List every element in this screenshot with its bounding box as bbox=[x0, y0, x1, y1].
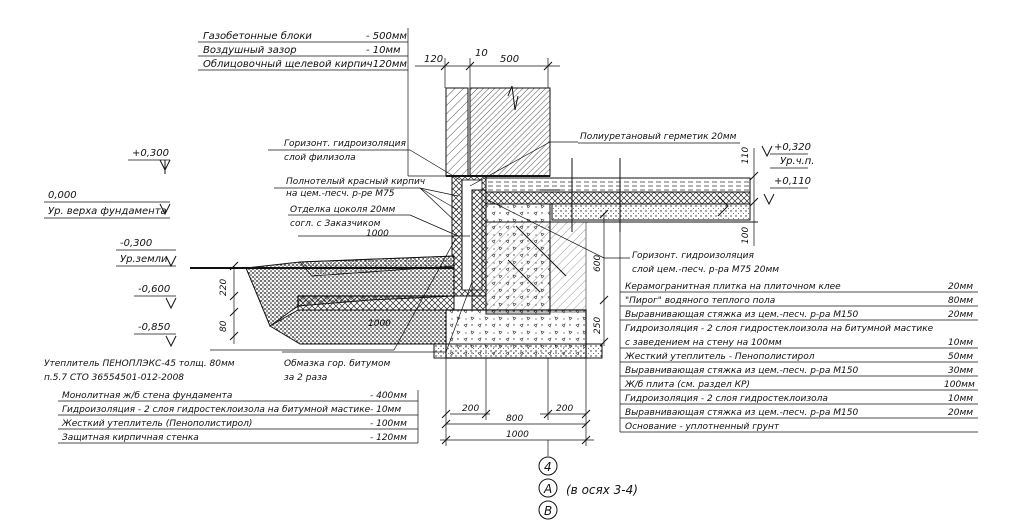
blind-area-width: 1000 bbox=[366, 229, 389, 239]
left-labels: Горизонт. гидроизоляция слой филизола По… bbox=[44, 139, 425, 383]
dim-600: 600 bbox=[593, 255, 603, 272]
found-spec-value-1: - 400мм bbox=[370, 391, 407, 401]
level-marks-left: +0,300 0,000 Ур. верха фундамента -0,300… bbox=[44, 148, 177, 348]
dim-500: 500 bbox=[500, 54, 519, 65]
found-spec-name-3: Жесткий утеплитель (Пенополистирол) bbox=[61, 419, 252, 429]
floor-slab bbox=[485, 158, 758, 232]
dim-80: 80 bbox=[219, 320, 229, 332]
axis-bubble-2 bbox=[538, 478, 558, 498]
floor-spec-name-10: Выравнивающая стяжка из цем.-песч. р-ра … bbox=[625, 408, 858, 418]
hydro-horizontal-label-1: Горизонт. гидроизоляция bbox=[284, 139, 407, 149]
dim-1000: 1000 bbox=[506, 430, 529, 440]
floor-spec-name-8: Ж/б плита (см. раздел КР) bbox=[624, 380, 750, 390]
level-value-1: +0,300 bbox=[132, 148, 169, 159]
leader-lines bbox=[210, 141, 630, 353]
axis-label-3: В bbox=[544, 504, 552, 518]
level-marks-right: +0,320 Ур.ч.п. +0,110 bbox=[761, 142, 814, 206]
floor-spec-name-9: Гидроизоляция - 2 слоя гидростеклоизола bbox=[625, 394, 828, 404]
floor-spec-name-7: Выравнивающая стяжка из цем.-песч. р-ра … bbox=[625, 366, 858, 376]
found-spec-value-2: - 10мм bbox=[370, 405, 401, 415]
axis-marks: 4 А В (в осях 3-4) bbox=[538, 440, 638, 520]
plinth-label: Отделка цоколя 20мм bbox=[290, 205, 395, 215]
top-dimensions: 120 10 500 bbox=[415, 48, 560, 88]
wall-spec-value-2: - 10мм bbox=[366, 45, 401, 56]
wall-spec-name-2: Воздушный зазор bbox=[203, 45, 297, 56]
floor-spec-name-11: Основание - уплотненный грунт bbox=[625, 422, 780, 432]
level-label-2: Ур. верха фундамента bbox=[48, 206, 167, 217]
floor-spec-value-6: 50мм bbox=[948, 352, 973, 362]
hydro-horizontal-label-2: Горизонт. гидроизоляция bbox=[632, 251, 755, 261]
wall-spec-name-1: Газобетонные блоки bbox=[203, 30, 312, 42]
dim-200-left: 200 bbox=[462, 404, 479, 414]
dim-110: 110 bbox=[741, 147, 751, 164]
blind-area bbox=[190, 255, 455, 345]
dim-10: 10 bbox=[475, 48, 488, 59]
level-value-2: 0,000 bbox=[48, 190, 77, 201]
right-level-value-1: +0,320 bbox=[774, 142, 811, 153]
hydro-horizontal-sublabel-2: слой цем.-песч. р-ра М75 20мм bbox=[632, 265, 779, 275]
right-level-label-1: Ур.ч.п. bbox=[780, 156, 814, 167]
level-value-3: -0,300 bbox=[120, 238, 152, 249]
level-value-4: -0,600 bbox=[138, 284, 170, 295]
bottom-dimensions: 200 200 800 1000 bbox=[440, 358, 594, 446]
footing bbox=[433, 309, 603, 359]
found-spec-value-4: - 120мм bbox=[370, 433, 407, 443]
wall-spec-value-1: - 500мм bbox=[366, 31, 407, 42]
vertical-dimensions: 220 80 600 250 110 100 bbox=[219, 147, 759, 347]
plinth-sublabel: согл. с Заказчиком bbox=[290, 219, 381, 229]
floor-spec-value-1: 20мм bbox=[948, 282, 973, 292]
floor-spec-name-3: Выравнивающая стяжка из цем.-песч. р-ра … bbox=[625, 310, 858, 320]
dim-120: 120 bbox=[424, 54, 443, 65]
dim-220: 220 bbox=[219, 279, 229, 296]
wall-spec-value-3: - 120мм bbox=[366, 59, 407, 70]
foundation-wall bbox=[471, 189, 587, 315]
sealant-label: Полиуретановый герметик 20мм bbox=[580, 132, 737, 142]
right-level-value-2: +0,110 bbox=[774, 176, 811, 187]
coating-sublabel: за 2 раза bbox=[284, 373, 327, 383]
inner-dim-1000: 1000 bbox=[368, 319, 391, 329]
floor-spec-value-8: 100мм bbox=[944, 380, 975, 390]
brick-label: Полнотелый красный кирпич bbox=[286, 177, 425, 187]
insulation-sublabel: п.5.7 СТО 36554501-012-2008 bbox=[44, 373, 184, 383]
floor-spec-value-7: 30мм bbox=[948, 366, 973, 376]
wall-spec-table: Газобетонные блоки - 500мм Воздушный заз… bbox=[198, 28, 458, 177]
foundation-spec-table: Монолитная ж/б стена фундамента - 400мм … bbox=[58, 390, 419, 444]
hydro-horizontal-sublabel-1: слой филизола bbox=[284, 153, 356, 163]
dim-800: 800 bbox=[506, 414, 523, 424]
dim-250: 250 bbox=[593, 317, 603, 334]
right-labels: Полиуретановый герметик 20мм Горизонт. г… bbox=[578, 132, 779, 275]
found-spec-name-2: Гидроизоляция - 2 слоя гидростеклоизола … bbox=[62, 405, 371, 415]
insulation-label: Утеплитель ПЕНОПЛЭКС-45 толщ. 80мм bbox=[44, 359, 235, 369]
floor-spec-value-5: 10мм bbox=[948, 338, 973, 348]
floor-spec-name-1: Керамогранитная плитка на плиточном клее bbox=[625, 282, 841, 292]
found-spec-value-3: - 100мм bbox=[370, 419, 407, 429]
floor-spec-table: Керамогранитная плитка на плиточном клее… bbox=[619, 222, 978, 433]
floor-spec-name-2: "Пирог" водяного теплого пола bbox=[625, 296, 775, 306]
coating-label: Обмазка гор. битумом bbox=[284, 359, 390, 369]
level-value-5: -0,850 bbox=[138, 322, 170, 333]
floor-spec-value-9: 10мм bbox=[948, 394, 973, 404]
found-spec-name-1: Монолитная ж/б стена фундамента bbox=[62, 391, 232, 401]
floor-spec-value-10: 20мм bbox=[948, 408, 973, 418]
wall-spec-name-3: Облицовочный щелевой кирпич bbox=[203, 58, 373, 70]
axis-bubble-1 bbox=[538, 456, 558, 476]
axis-label-2: А bbox=[543, 482, 552, 496]
found-spec-name-4: Защитная кирпичная стенка bbox=[62, 433, 199, 443]
floor-spec-value-3: 20мм bbox=[948, 310, 973, 320]
axis-note: (в осях 3-4) bbox=[566, 483, 638, 497]
floor-spec-name-5: с заведением на стену на 100мм bbox=[625, 338, 782, 348]
axis-label-1: 4 bbox=[544, 460, 552, 474]
dim-200-right: 200 bbox=[556, 404, 573, 414]
level-label-3: Ур.земли bbox=[120, 254, 168, 265]
floor-spec-name-6: Жесткий утеплитель - Пенополистирол bbox=[624, 352, 815, 362]
brick-sublabel: на цем.-песч. р-ре М75 bbox=[286, 189, 395, 199]
axis-bubble-3 bbox=[538, 500, 558, 520]
floor-spec-name-4: Гидроизоляция - 2 слоя гидростеклоизола … bbox=[625, 324, 934, 334]
floor-spec-value-2: 80мм bbox=[948, 296, 973, 306]
dim-100: 100 bbox=[741, 227, 751, 244]
